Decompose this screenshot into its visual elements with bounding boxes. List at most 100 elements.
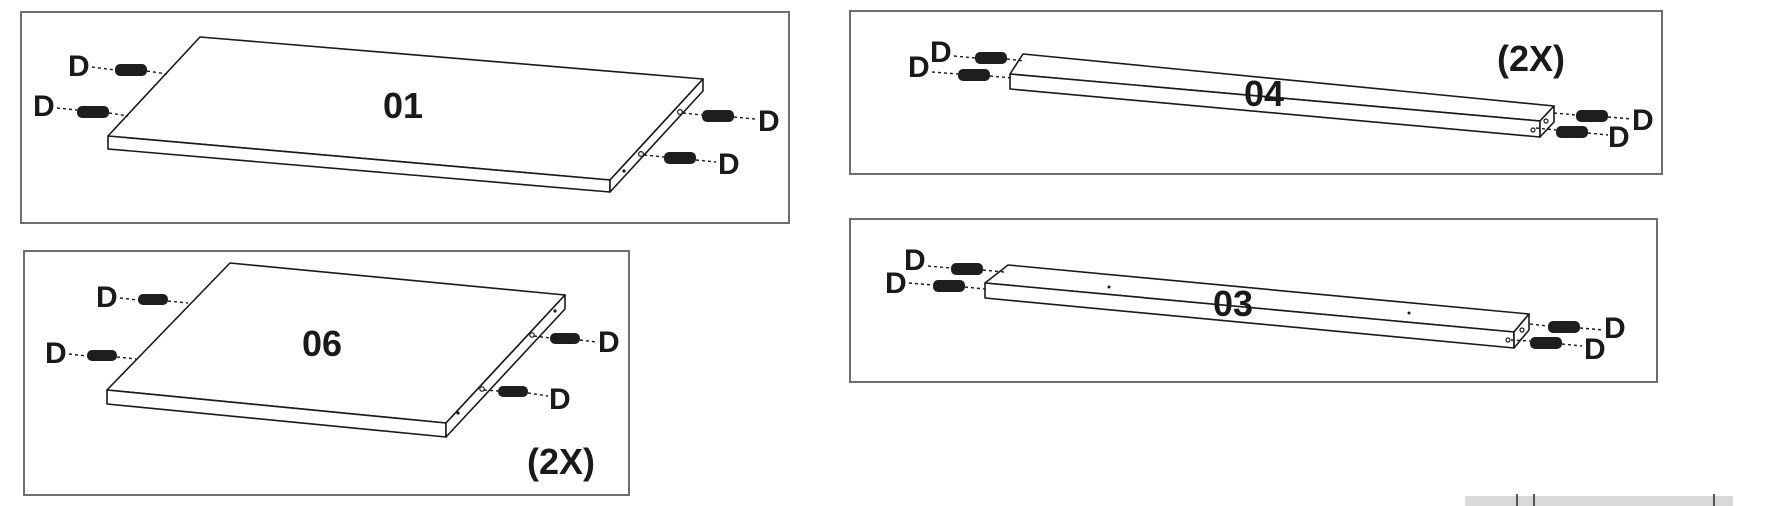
panel-03-frame bbox=[849, 218, 1658, 383]
board-03-hole bbox=[1519, 327, 1525, 333]
board-01-side-edge bbox=[609, 78, 704, 193]
dowel bbox=[115, 64, 147, 76]
board-03-pin bbox=[1407, 311, 1411, 315]
dowel-guide bbox=[56, 107, 78, 111]
dowel-group-left-01: D D bbox=[33, 50, 168, 123]
board-04-hole bbox=[1530, 127, 1536, 133]
dowel-guide bbox=[68, 353, 88, 357]
dowel bbox=[951, 263, 983, 275]
dowel-label: D bbox=[718, 148, 740, 181]
dowel bbox=[498, 386, 528, 397]
dowel bbox=[664, 152, 696, 164]
dowel-guide bbox=[1587, 132, 1609, 136]
dowel bbox=[933, 280, 965, 292]
board-01-hole bbox=[676, 108, 683, 115]
board-03-pin bbox=[1107, 285, 1111, 289]
dowel bbox=[958, 69, 990, 81]
board-03 bbox=[984, 264, 1530, 349]
dowel-guide bbox=[1529, 323, 1549, 327]
panel-01-frame bbox=[20, 11, 790, 224]
dowel-guide bbox=[733, 116, 756, 120]
dowel-guide bbox=[964, 286, 986, 290]
dowel-guide bbox=[1553, 112, 1577, 116]
board-01-hole bbox=[637, 151, 644, 158]
panel-01: 01 D D D D bbox=[20, 11, 790, 224]
dowel-guide bbox=[908, 282, 934, 286]
panel-04-frame bbox=[849, 10, 1663, 175]
dowel-group-left-03: D D bbox=[885, 244, 1005, 300]
dowel-label: D bbox=[68, 50, 90, 83]
dowel-guide bbox=[695, 159, 717, 163]
dowel bbox=[1530, 337, 1562, 349]
dowel-guide bbox=[527, 392, 549, 397]
dowel-guide bbox=[953, 55, 976, 59]
dowel bbox=[138, 294, 168, 305]
dowel-label: D bbox=[1632, 104, 1654, 137]
dowel-guide bbox=[931, 71, 959, 75]
dowel bbox=[1576, 110, 1608, 122]
board-06-hole bbox=[479, 386, 485, 392]
board-06-side-edge bbox=[445, 294, 566, 438]
part-number-06: 06 bbox=[302, 323, 342, 364]
dowel-label: D bbox=[885, 267, 907, 300]
dowel bbox=[975, 52, 1007, 64]
dowel-group-right-04: D D bbox=[1535, 104, 1654, 154]
dowel bbox=[1548, 321, 1580, 333]
dowel-guide bbox=[682, 112, 703, 116]
dowel-guide bbox=[116, 356, 137, 360]
dowel-label: D bbox=[45, 337, 67, 370]
board-04 bbox=[1009, 53, 1555, 138]
dowel-label: D bbox=[1608, 121, 1630, 154]
panel-06-frame bbox=[23, 250, 630, 496]
board-06-pin bbox=[553, 309, 557, 313]
dowel-guide bbox=[146, 70, 168, 75]
dowel-group-left-06: D D bbox=[45, 281, 189, 370]
board-06 bbox=[106, 262, 566, 438]
dowel-label: D bbox=[1584, 333, 1606, 366]
dowel-guide bbox=[167, 300, 189, 304]
dowel-guide bbox=[1607, 116, 1633, 120]
board-01 bbox=[107, 36, 704, 193]
dowel bbox=[1556, 126, 1588, 138]
dowel-guide bbox=[119, 297, 139, 301]
dowel-group-right-01: D D bbox=[643, 105, 780, 181]
dowel-guide bbox=[483, 389, 499, 392]
board-04-hole bbox=[1543, 118, 1549, 124]
dowel-guide bbox=[1579, 327, 1605, 331]
dowel bbox=[87, 350, 117, 361]
dowel-guide bbox=[927, 265, 952, 269]
panel-06: 06 (2X) D D D D bbox=[23, 250, 630, 496]
part-number-03: 03 bbox=[1213, 283, 1253, 324]
dowel-label: D bbox=[930, 36, 952, 69]
board-03-hole bbox=[1505, 337, 1511, 343]
dowel-guide bbox=[579, 339, 597, 343]
dowel-label: D bbox=[549, 383, 571, 416]
dowel-guide bbox=[533, 335, 551, 339]
dowel-label: D bbox=[904, 244, 926, 277]
part-number-01: 01 bbox=[383, 85, 423, 126]
dowel bbox=[550, 333, 580, 344]
panel-04: 04 (2X) D D D D bbox=[849, 10, 1663, 175]
board-01-pin bbox=[622, 169, 626, 173]
dowel-guide bbox=[643, 154, 665, 158]
quantity-label-04: (2X) bbox=[1497, 38, 1565, 79]
dowel-group-right-03: D D bbox=[1510, 312, 1626, 366]
board-06-hole bbox=[529, 332, 535, 338]
dowel-group-right-06: D D bbox=[483, 326, 620, 416]
dowel-label: D bbox=[96, 281, 118, 314]
board-06-pin bbox=[456, 411, 460, 415]
dowel bbox=[77, 106, 109, 118]
panel-03: 03 D D D D bbox=[849, 218, 1658, 383]
dowel bbox=[702, 110, 734, 122]
dowel-guide bbox=[108, 112, 129, 117]
dowel-label: D bbox=[1604, 312, 1626, 345]
part-number-04: 04 bbox=[1244, 73, 1284, 114]
cropped-table-fragment bbox=[1465, 494, 1733, 506]
dowel-label: D bbox=[33, 90, 55, 123]
dowel-label: D bbox=[758, 105, 780, 138]
dowel-guide bbox=[91, 66, 116, 71]
dowel-group-left-04: D D bbox=[908, 36, 1026, 84]
dowel-label: D bbox=[598, 326, 620, 359]
dowel-guide bbox=[1561, 343, 1583, 347]
